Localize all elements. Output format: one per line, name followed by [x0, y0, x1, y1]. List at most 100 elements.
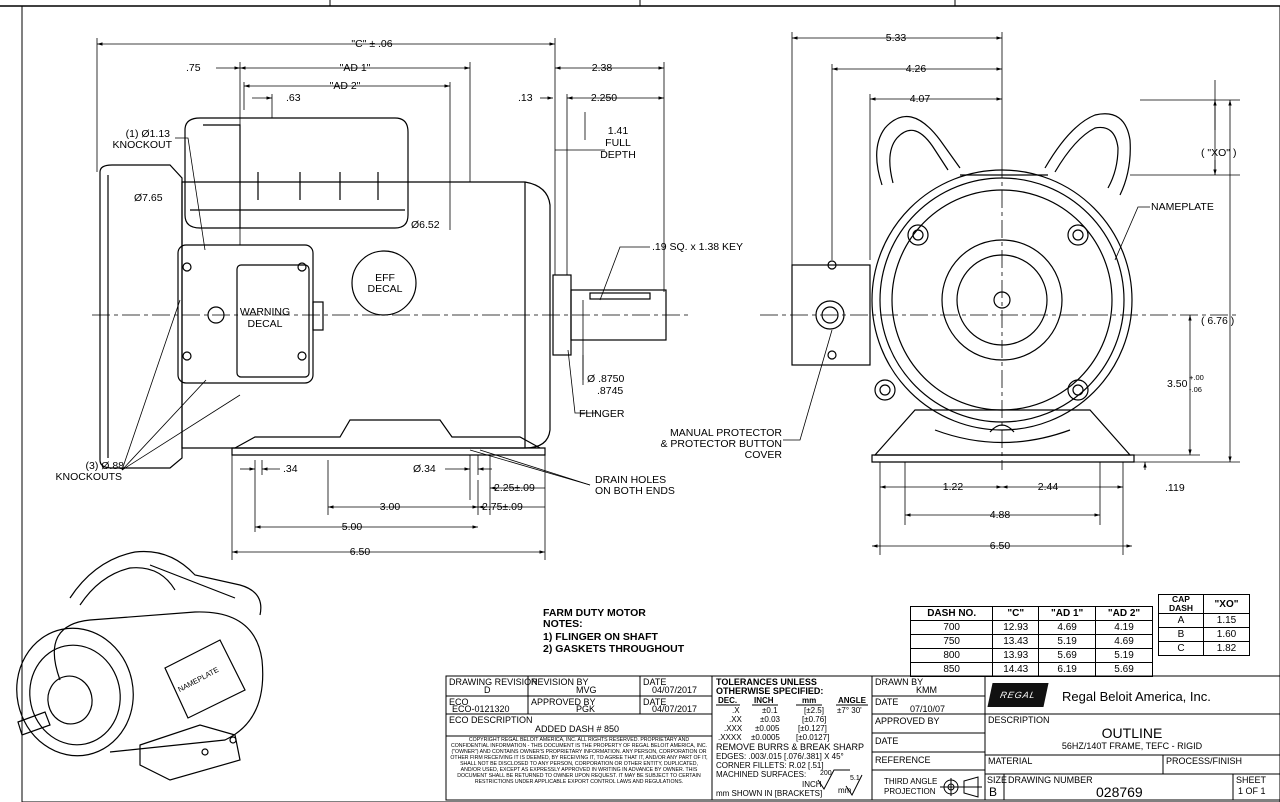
warning-decal-2: DECAL	[247, 318, 283, 330]
note-1: 1) FLINGER ON SHAFT	[543, 631, 658, 643]
revision-by-label: REVISION BY	[531, 677, 589, 687]
dim-xo: ( "XO" )	[1201, 147, 1237, 159]
dim-ad1: "AD 1"	[339, 62, 371, 74]
drain-holes-1: DRAIN HOLES	[595, 474, 667, 486]
tol-cell: [±0.76]	[802, 715, 827, 724]
side-view-motor	[791, 113, 1135, 463]
cap-table-row: C 1.82	[1158, 641, 1250, 656]
tol-heading-1: TOLERANCES UNLESS	[716, 677, 817, 687]
title-block-lines	[445, 675, 1280, 801]
tol-head-mm: mm	[802, 696, 817, 705]
dash-table-row: 800 13.93 5.69 5.19	[909, 648, 1153, 663]
fillets-note: CORNER FILLETS: R.02 [.51]	[716, 761, 824, 770]
tol-heading-2: OTHERWISE SPECIFIED:	[716, 686, 824, 696]
material-label: MATERIAL	[988, 756, 1033, 766]
third-angle-2: PROJECTION	[884, 787, 936, 796]
dim-c: "C" ± .06	[351, 38, 393, 50]
cap-cell: C	[1158, 641, 1204, 656]
description-sub: 56HZ/140T FRAME, TEFC - RIGID	[1061, 741, 1203, 751]
regal-logo: REGAL	[987, 683, 1049, 707]
sheet-label: SHEET	[1236, 775, 1267, 785]
dim-063: .63	[286, 92, 301, 104]
dim-676: ( 6.76 )	[1201, 315, 1235, 327]
dash-cell: 4.69	[1095, 634, 1153, 649]
dim-650-side: 6.50	[989, 540, 1011, 552]
dim-034b: Ø.34	[413, 463, 436, 475]
dash-cell: 4.19	[1095, 620, 1153, 635]
tol-cell: [±2.5]	[804, 706, 824, 715]
process-label: PROCESS/FINISH	[1166, 756, 1243, 766]
front-dimensions	[96, 38, 665, 560]
tol-cell: .XX	[729, 715, 742, 724]
dash-cell: 4.69	[1038, 620, 1097, 635]
size-label: SIZE	[987, 775, 1008, 785]
dash-table-row: 850 14.43 6.19 5.69	[909, 662, 1153, 677]
knockout-label-2: KNOCKOUT	[112, 139, 172, 151]
dash-cell: 5.19	[1095, 648, 1153, 663]
surf-51: 5.1	[850, 775, 860, 782]
knockouts3-1: (3) Ø.88	[85, 460, 124, 472]
drawing-number: 028769	[1096, 784, 1143, 800]
cap-table-row: A 1.15	[1158, 613, 1250, 628]
cap-table-header: CAP DASH "XO"	[1158, 594, 1250, 614]
dash-table-row: 700 12.93 4.69 4.19	[909, 620, 1153, 635]
dash-cell: 5.19	[1038, 634, 1097, 649]
dim-275: 2.75±.09	[482, 501, 523, 513]
eff-decal-1: EFF	[375, 272, 395, 284]
dim-238: 2.38	[591, 62, 613, 74]
drawing-revision-label: DRAWING REVISION	[449, 677, 538, 687]
approved-by2-label: APPROVED BY	[875, 716, 940, 726]
tol-cell: ±7° 30'	[837, 706, 862, 715]
dash-cell: 850	[909, 662, 994, 677]
dim-652: Ø6.52	[411, 219, 440, 231]
tol-minus: -.06	[1189, 385, 1202, 394]
size-value: B	[989, 785, 998, 799]
sheet-value: 1 OF 1	[1238, 786, 1266, 796]
full-depth-3: DEPTH	[600, 149, 636, 161]
cap-cell: 1.60	[1203, 627, 1250, 642]
knockouts3-2: KNOCKOUTS	[55, 471, 122, 483]
dash-header-cell: DASH NO.	[909, 606, 994, 621]
dash-cell: 14.43	[992, 662, 1040, 677]
approved-date: 04/07/2017	[652, 704, 698, 714]
dash-cell: 12.93	[992, 620, 1040, 635]
dash-header-cell: "AD 1"	[1038, 606, 1097, 621]
dash-header-cell: "AD 2"	[1095, 606, 1153, 621]
full-depth-2: FULL	[605, 137, 631, 149]
eco-description: ADDED DASH # 850	[535, 724, 620, 734]
approved-by: PGK	[576, 704, 596, 714]
description-title: OUTLINE	[1101, 725, 1163, 741]
dim-034a: .34	[283, 463, 298, 475]
dash-cell: 700	[909, 620, 994, 635]
key-label: .19 SQ. x 1.38 KEY	[652, 241, 744, 253]
dim-407: 4.07	[909, 93, 931, 105]
drawn-date-label: DATE	[875, 697, 899, 707]
machined-note: MACHINED SURFACES:	[716, 770, 807, 779]
eco-desc-label: ECO DESCRIPTION	[449, 715, 533, 725]
surf-200: 200	[820, 770, 832, 777]
drawn-by-label: DRAWN BY	[875, 677, 924, 687]
knockout-label-1: (1) Ø1.13	[125, 128, 170, 140]
shaft-dia-2: .8745	[597, 385, 624, 397]
date2-label: DATE	[875, 736, 899, 746]
surf-mm: mm	[838, 786, 852, 795]
eff-decal-2: DECAL	[367, 283, 403, 295]
dash-cell: 13.43	[992, 634, 1040, 649]
cap-cell: A	[1158, 613, 1204, 628]
warning-decal-1: WARNING	[239, 306, 291, 318]
dim-533: 5.33	[885, 32, 907, 44]
date-label: DATE	[643, 677, 667, 687]
tol-cell: .XXXX	[718, 733, 742, 742]
dim-122: 1.22	[942, 481, 964, 493]
dim-ad2: "AD 2"	[329, 80, 361, 92]
notes-label: NOTES:	[543, 618, 583, 630]
drawn-by: KMM	[916, 685, 937, 695]
third-angle-1: THIRD ANGLE	[884, 777, 938, 786]
drawn-date: 07/10/07	[910, 704, 946, 714]
flinger-label: FLINGER	[579, 408, 625, 420]
cap-table: CAP DASH "XO" A 1.15 B 1.60 C 1.82	[1158, 594, 1250, 656]
shaft-dia-1: Ø .8750	[587, 373, 625, 385]
tol-cell: [±0.0127]	[796, 733, 830, 742]
dash-cell: 750	[909, 634, 994, 649]
